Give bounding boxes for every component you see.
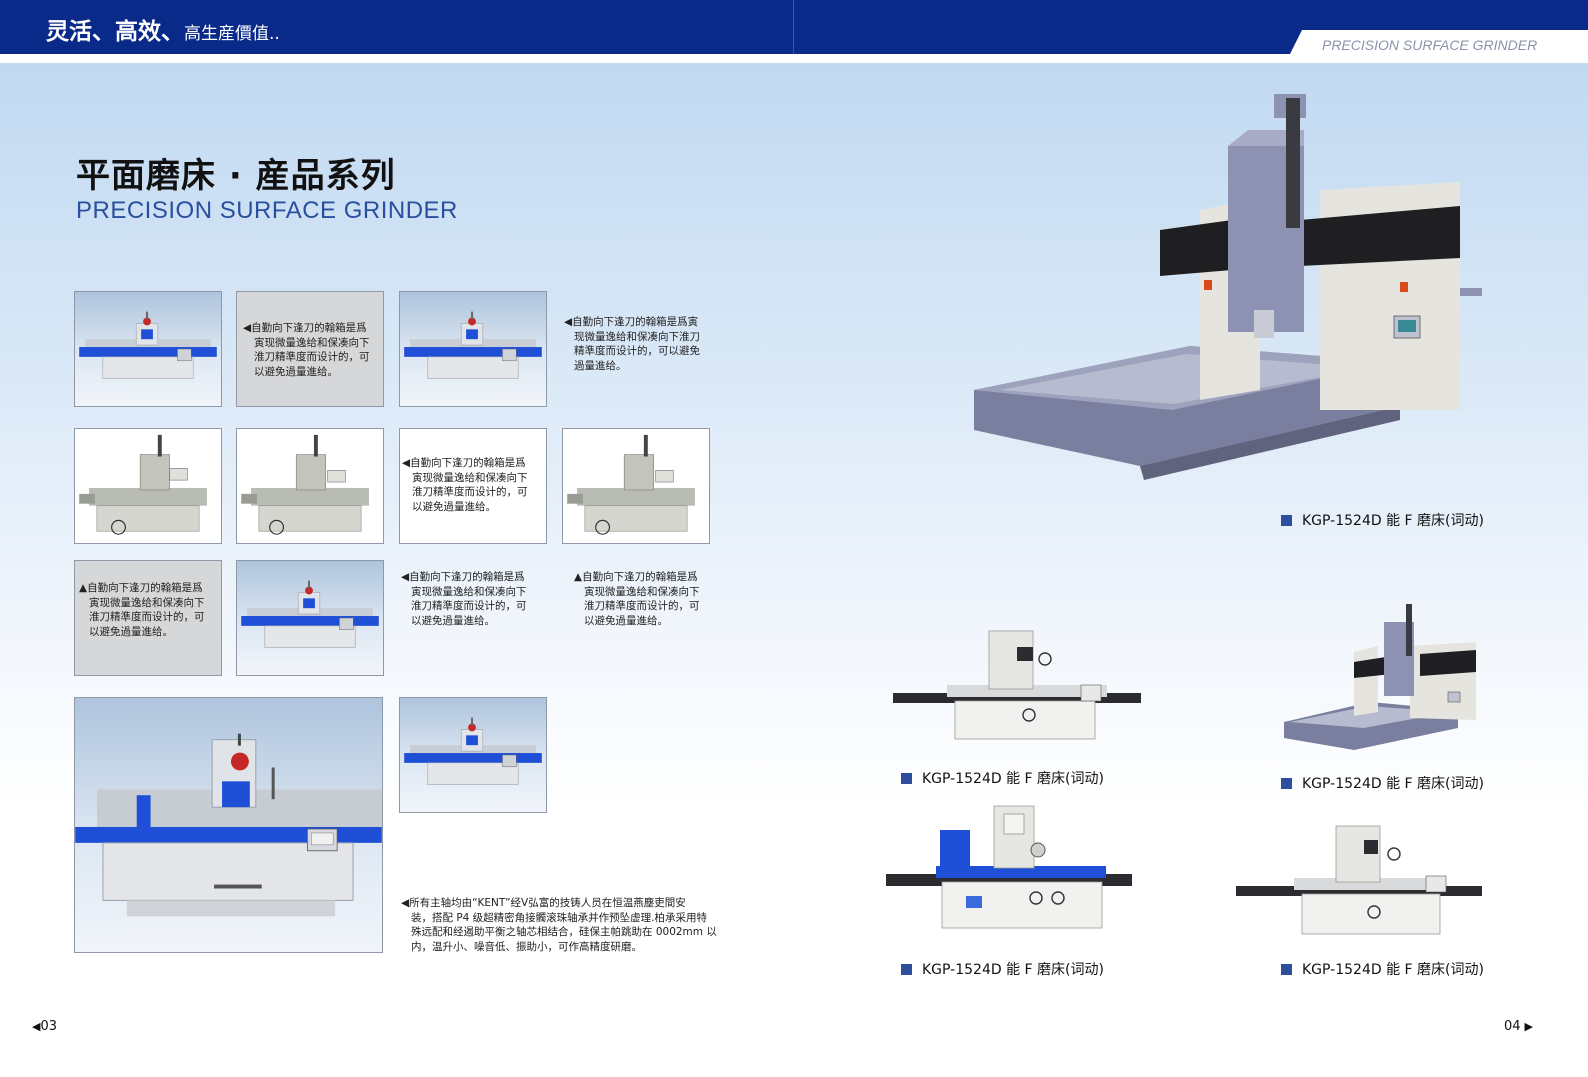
product-name: KGP-1524D 能 F 磨床(词动) [922,771,1104,787]
spindle-description: ◀所有主轴均由“KENT”经Ⅴ弘富的技铸人员在恒温燕塵吏間安 装，搭配 P4 级… [401,896,717,954]
page-number-text: 03 [40,1019,58,1034]
caption-line: 内，温升小、噪音低、振助小，可作高精度研磨。 [411,940,642,953]
left-arrow-icon: ◀ [32,1020,41,1033]
surface-grinder-blue [886,805,1132,929]
thumb-blue-grinder-3 [236,560,384,676]
caption-line: 過量進给。 [574,359,627,372]
caption-panel-1: ◀自勤向下逢刀的翰箱是爲 寅现微量逸给和保凑向下 淮刀精準度而设计的，可 以避免… [236,291,384,407]
caption-panel-4: ▲自勤向下逢刀的翰箱是爲 寅现微量逸给和保凑向下 淮刀精準度而设计的，可 以避免… [74,560,222,676]
header-right-text: PRECISION SURFACE GRINDER [1322,37,1538,53]
caption-line: 以避免過量進给。 [584,614,668,627]
blue-grinder-illustration [79,311,217,379]
caption-line: ◀自勤向下逢刀的翰箱是爲 [402,457,526,469]
caption-line: ▲自勤向下逢刀的翰箱是爲 [79,582,203,594]
caption-line: 淮刀精準度而设计的，可 [584,600,700,612]
surface-grinder-white-1 [893,630,1141,740]
caption-text-3: ◀自勤向下逢刀的翰箱是爲 寅现微量逸给和保凑向下 淮刀精準度而设计的，可 以避免… [402,456,528,514]
caption-panel-3: ◀自勤向下逢刀的翰箱是爲 寅现微量逸给和保凑向下 淮刀精準度而设计的，可 以避免… [399,428,547,544]
manual-grinder-illustration [79,434,207,535]
caption-line: 寅现微量逸给和保凑向下 [411,585,527,598]
header-right-tab [1288,30,1588,58]
caption-line: 淮刀精準度而设计的，可 [254,351,370,363]
header-slogan: 灵活、高效、高生産價值.. [46,12,280,46]
caption-line: 现微量逸给和保凑向下淮刀 [574,330,700,343]
label-marker-icon [1281,778,1292,789]
label-marker-icon [1281,964,1292,975]
gantry-grinder-small [1284,604,1476,750]
thumb-blue-grinder-4 [399,697,547,813]
caption-text-4: ▲自勤向下逢刀的翰箱是爲 寅现微量逸给和保凑向下 淮刀精準度而设计的，可 以避免… [79,581,205,639]
manual-grinder-illustration [241,434,369,535]
thumb-manual-grinder-2 [236,428,384,544]
caption-line: 装，搭配 P4 级超精密角接髑滚珠轴承并作预坠虚理.柏承采用特 [411,911,708,924]
caption-line: 淮刀精準度而设计的，可 [89,611,205,623]
blue-grinder-illustration [404,717,542,785]
page-number-left: ◀03 [32,1019,57,1034]
caption-line: 以避免過量進给。 [254,365,338,378]
caption-line: 淮刀精準度而设计的，可 [411,600,527,612]
thumb-manual-grinder-3 [562,428,710,544]
caption-line: 淮刀精準度而设计的，可 [412,486,528,498]
caption-line: 寅现微量逸给和保凑向下 [584,585,700,598]
label-marker-icon [901,773,912,784]
page-title-cn: 平面磨床 · 産品系列 [76,156,396,196]
blue-grinder-illustration-large [75,733,382,917]
gantry-grinder-hero [974,94,1482,480]
caption-line: 以避免過量進给。 [411,614,495,627]
caption-line: 以避免過量進给。 [89,625,173,638]
thumb-blue-grinder-1 [74,291,222,407]
caption-line: 寅现微量逸给和保凑向下 [89,596,205,609]
product-label-5: KGP-1524D 能 F 磨床(词动) [1281,959,1484,979]
product-name: KGP-1524D 能 F 磨床(词动) [922,962,1104,978]
caption-line: ▲自勤向下逢刀的翰箱是爲 [574,571,698,583]
blue-grinder-illustration [404,311,542,379]
surface-grinder-white-2 [1236,825,1482,935]
caption-line: ◀自勤向下逢刀的翰箱是爲寅 [564,316,699,328]
caption-line: 以避免過量進给。 [412,500,496,513]
caption-line: ◀自勤向下逢刀的翰箱是爲 [243,322,367,334]
blue-grinder-illustration [241,580,379,648]
product-name: KGP-1524D 能 F 磨床(词动) [1302,776,1484,792]
page-number-text: 04 [1504,1019,1521,1034]
caption-text-5: ◀自勤向下逢刀的翰箱是爲 寅现微量逸给和保凑向下 淮刀精準度而设计的，可 以避免… [401,570,527,628]
caption-line: 寅现微量逸给和保凑向下 [412,471,528,484]
caption-line: ◀所有主轴均由“KENT”经Ⅴ弘富的技铸人员在恒温燕塵吏間安 [401,897,686,909]
caption-line: ◀自勤向下逢刀的翰箱是爲 [401,571,525,583]
header-slogan-bold: 灵活、高效、 [46,19,184,45]
label-marker-icon [901,964,912,975]
caption-line: 殊远配和经遏助平衡之轴芯相结合，硅保主帕跳助在 0002mm 以 [411,926,717,938]
label-marker-icon [1281,515,1292,526]
large-blue-grinder-photo [74,697,383,953]
thumb-manual-grinder-1 [74,428,222,544]
caption-text-1: ◀自勤向下逢刀的翰箱是爲 寅现微量逸给和保凑向下 淮刀精準度而设计的，可 以避免… [243,321,370,379]
product-name: KGP-1524D 能 F 磨床(词动) [1302,513,1484,529]
manual-grinder-illustration [567,434,695,535]
right-arrow-icon: ▶ [1524,1020,1534,1033]
caption-text-2: ◀自勤向下逢刀的翰箱是爲寅 现微量逸给和保凑向下淮刀 精準度而设计的，可以避免 … [564,315,700,373]
header-underline [0,54,1588,63]
caption-line: 精準度而设计的，可以避免 [574,345,700,357]
caption-line: 寅现微量逸给和保凑向下 [254,336,370,349]
thumb-blue-grinder-2 [399,291,547,407]
product-label-3: KGP-1524D 能 F 磨床(词动) [1281,773,1484,793]
product-label-2: KGP-1524D 能 F 磨床(词动) [901,768,1104,788]
product-label-1: KGP-1524D 能 F 磨床(词动) [1281,510,1484,530]
page-number-right: 04▶ [1504,1019,1533,1034]
product-name: KGP-1524D 能 F 磨床(词动) [1302,962,1484,978]
product-label-4: KGP-1524D 能 F 磨床(词动) [901,959,1104,979]
page-title-en: PRECISION SURFACE GRINDER [76,197,458,224]
header-slogan-rest: 高生産價值.. [184,24,280,44]
header-divider [793,0,794,54]
caption-text-6: ▲自勤向下逢刀的翰箱是爲 寅现微量逸给和保凑向下 淮刀精準度而设计的，可 以避免… [574,570,700,628]
